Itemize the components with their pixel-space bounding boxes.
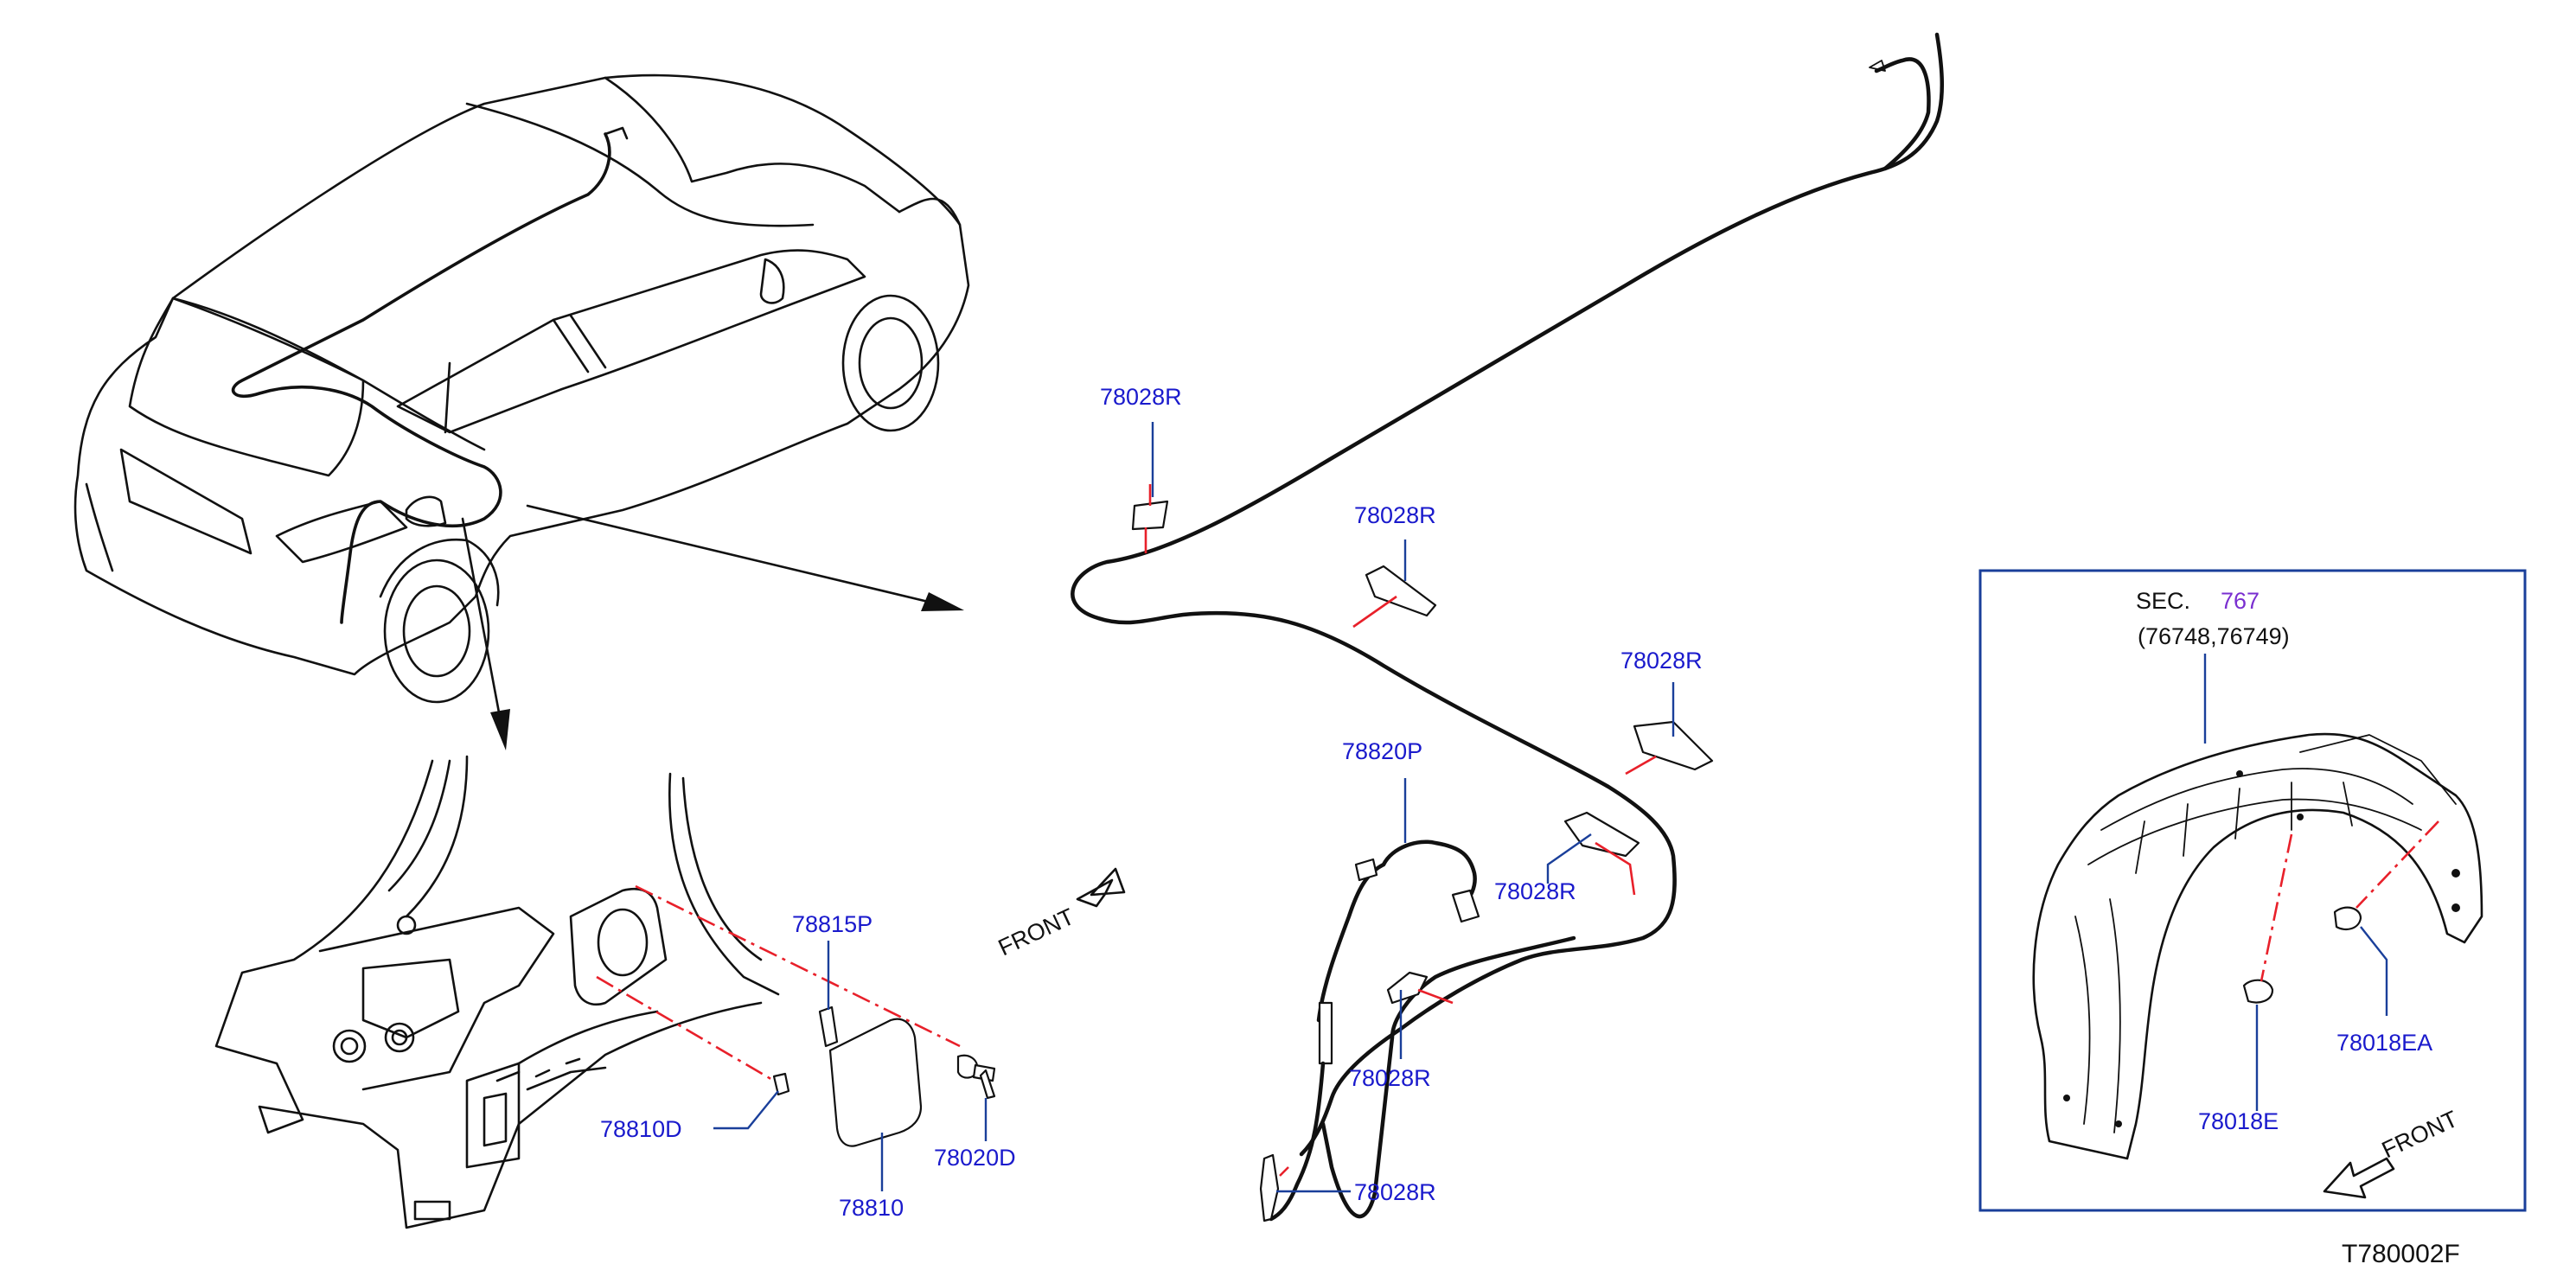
part-label-78028R: 78028R (1620, 648, 1703, 673)
fuel-flap-labels: 78815P 78810D 78020D 78810 (600, 911, 1016, 1221)
part-label-78820P: 78820P (1342, 738, 1422, 764)
part-label-78018E: 78018E (2198, 1108, 2279, 1134)
inset-border (1978, 569, 2527, 1212)
part-label-78815P: 78815P (792, 911, 873, 937)
front-direction-arrow-icon (1076, 867, 1126, 908)
front-label: FRONT (2378, 1106, 2462, 1163)
car-illustration (74, 73, 970, 704)
part-label-78810D: 78810D (600, 1116, 682, 1142)
part-label-78018EA: 78018EA (2336, 1030, 2432, 1056)
front-direction-arrow-icon (2323, 1157, 2395, 1199)
part-label-78028R: 78028R (1349, 1065, 1431, 1091)
part-label-78810: 78810 (839, 1195, 904, 1221)
part-label-78020D: 78020D (934, 1145, 1016, 1171)
section-link-767[interactable]: 767 (2221, 588, 2260, 614)
part-label-78028R: 78028R (1354, 1179, 1436, 1205)
section-prefix: SEC. (2136, 588, 2190, 614)
arrow-head-icon (490, 709, 510, 750)
arrow-head-icon (921, 592, 964, 611)
front-indicator-center: FRONT (994, 867, 1126, 961)
fuel-flap-detail (214, 755, 996, 1229)
section-parts: (76748,76749) (2138, 623, 2290, 649)
part-label-78028R: 78028R (1354, 502, 1436, 528)
part-label-78028R: 78028R (1100, 384, 1182, 410)
part-label-78028R: 78028R (1494, 878, 1576, 904)
front-label: FRONT (994, 903, 1078, 961)
diagram-code: T780002F (2342, 1240, 2460, 1268)
harness-detail: 78028R 78028R 78028R 78028R 78820P 78028… (1071, 32, 1944, 1222)
callout-arrows (461, 504, 964, 750)
inset-section-767: SEC. 767 (76748,76749) 78018E 78018EA FR… (1978, 569, 2527, 1212)
